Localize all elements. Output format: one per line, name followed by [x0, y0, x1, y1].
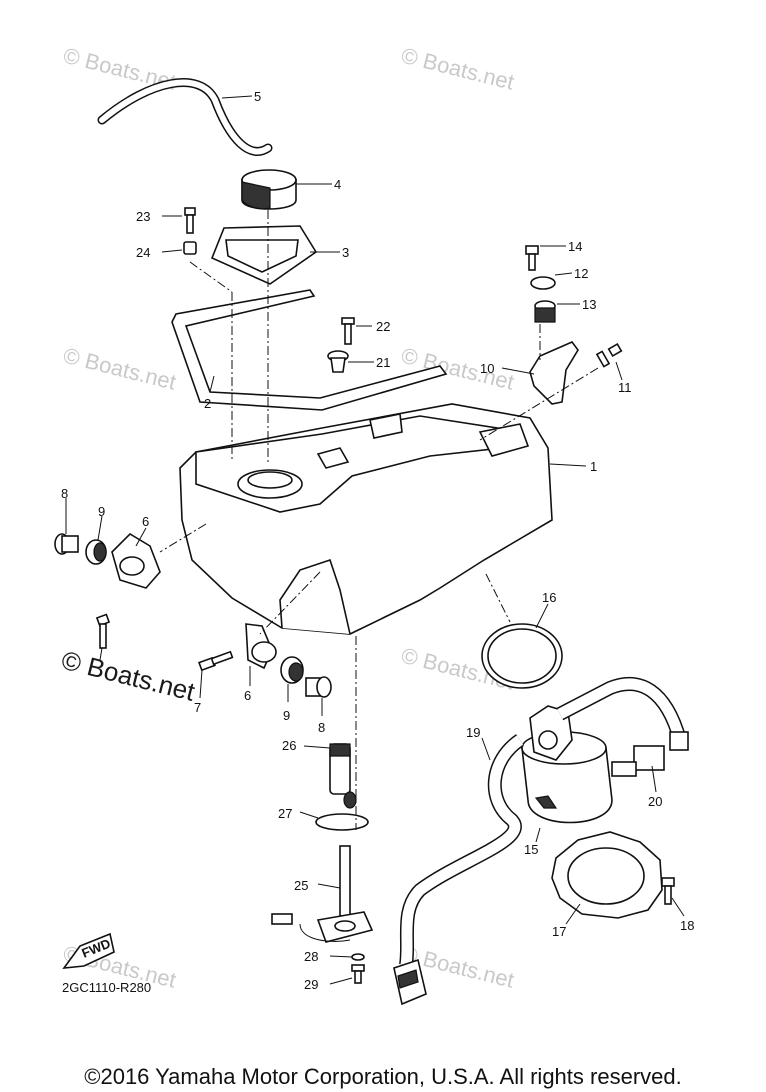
fuel-pump-15	[521, 705, 613, 824]
mount-right-set	[198, 623, 332, 698]
callout-19: 19	[466, 725, 480, 740]
watermark: © Boats.net	[399, 343, 517, 395]
gasket-17	[551, 831, 663, 919]
callout-26: 26	[282, 738, 296, 753]
callout-2: 2	[204, 396, 211, 411]
callout-20: 20	[648, 794, 662, 809]
callout-9: 9	[98, 504, 105, 519]
leader-lines	[65, 95, 685, 985]
callout-7: 7	[194, 700, 201, 715]
callout-10: 10	[480, 361, 494, 376]
copyright-notice: ©2016 Yamaha Motor Corporation, U.S.A. A…	[84, 1064, 681, 1089]
callout-14: 14	[568, 239, 582, 254]
breather-hose	[97, 78, 273, 156]
fuel-hose-19	[399, 734, 525, 967]
callout-21: 21	[376, 355, 390, 370]
grommet-21	[327, 350, 349, 373]
gasket-16	[481, 623, 563, 689]
callout-15: 15	[524, 842, 538, 857]
side-rail	[171, 289, 448, 411]
callout-6: 6	[142, 514, 149, 529]
callout-18: 18	[680, 918, 694, 933]
callout-27: 27	[278, 806, 292, 821]
callout-labels: 5 4 3 23 24 2 22 21 14 12 13 10 11 1 8 9…	[61, 89, 694, 992]
callout-5: 5	[254, 89, 261, 104]
damper-13	[534, 300, 556, 323]
o-ring-27	[315, 813, 369, 831]
callout-23: 23	[136, 209, 150, 224]
tank-cover	[210, 225, 318, 285]
screw-22	[341, 317, 355, 345]
callout-8b: 8	[318, 720, 325, 735]
callout-8: 8	[61, 486, 68, 501]
bolt-23	[184, 207, 196, 234]
watermark: © Boats.net	[61, 343, 179, 395]
callout-22: 22	[376, 319, 390, 334]
callout-6b: 6	[244, 688, 251, 703]
screw-29	[351, 964, 365, 984]
mount-left-set	[54, 532, 161, 649]
callout-24: 24	[136, 245, 150, 260]
washer-12	[530, 276, 556, 290]
sender-25	[271, 845, 374, 943]
pump-hose	[556, 677, 687, 743]
callout-28: 28	[304, 949, 318, 964]
callout-29: 29	[304, 977, 318, 992]
watermark: © Boats.net	[399, 43, 517, 95]
callout-1: 1	[590, 459, 597, 474]
washer-28	[351, 953, 365, 961]
callout-13: 13	[582, 297, 596, 312]
callout-12: 12	[574, 266, 588, 281]
collar-24	[183, 241, 197, 255]
callout-4: 4	[334, 177, 341, 192]
callout-16: 16	[542, 590, 556, 605]
callout-25: 25	[294, 878, 308, 893]
assembly-lines	[159, 210, 599, 830]
callout-11: 11	[618, 380, 632, 395]
bolt-14	[525, 245, 539, 271]
watermark-main: © Boats.net	[59, 645, 199, 707]
sender-26	[329, 743, 357, 809]
drawing-code: 2GC1110-R280	[62, 980, 151, 995]
fuel-tank	[179, 403, 553, 635]
callout-3: 3	[342, 245, 349, 260]
bracket-10	[529, 341, 579, 405]
callout-17: 17	[552, 924, 566, 939]
bolt-18	[661, 877, 675, 905]
bolt-11	[595, 342, 623, 368]
connector-20	[611, 731, 689, 777]
callout-9b: 9	[283, 708, 290, 723]
hose-connector	[393, 958, 427, 1006]
fuel-cap	[241, 169, 297, 210]
